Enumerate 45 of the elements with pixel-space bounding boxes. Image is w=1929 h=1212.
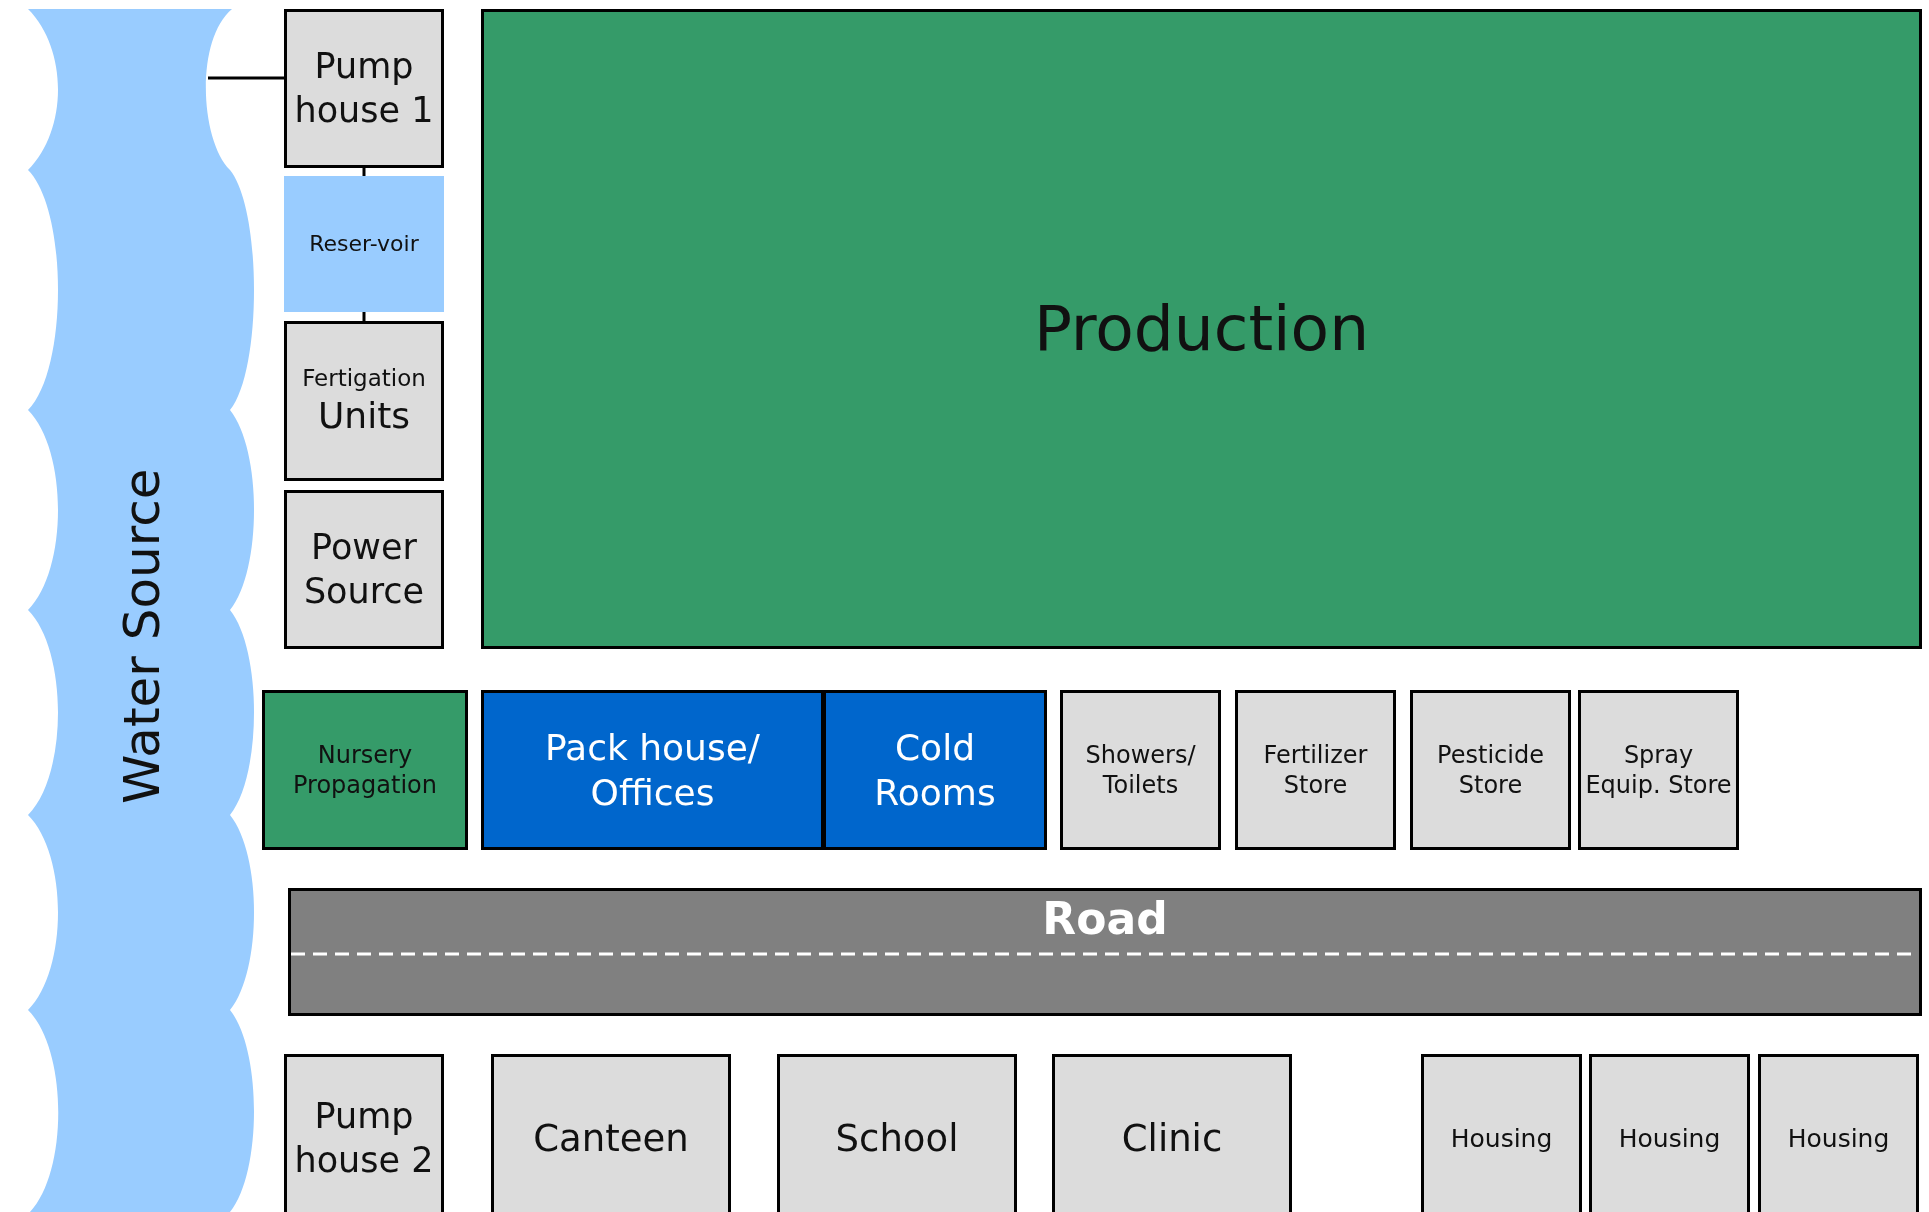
building-box — [284, 1054, 444, 1212]
building-box — [1421, 1054, 1582, 1212]
road-label: Road — [1042, 895, 1168, 944]
building-label: Housing — [1617, 1123, 1722, 1155]
building-label: School — [834, 1115, 960, 1162]
building-label: Spray Equip. Store — [1584, 740, 1733, 800]
building-box — [1052, 1054, 1292, 1212]
area-label: Production — [1032, 290, 1371, 367]
area-label: Water Source — [117, 468, 167, 804]
building-label: Cold Rooms — [873, 726, 997, 815]
building-label: Nursery Propagation — [292, 740, 438, 800]
building-label: Pesticide Store — [1436, 740, 1545, 800]
building-label: Units — [316, 393, 411, 438]
production-area — [481, 9, 1922, 649]
building-label: Fertigation — [301, 364, 427, 393]
building-box — [1578, 690, 1739, 850]
building-label: Clinic — [1120, 1115, 1224, 1162]
building-box — [284, 321, 444, 481]
reservoir-box — [284, 176, 444, 312]
nursery-box — [262, 690, 468, 850]
building-box — [481, 690, 824, 850]
building-box — [1758, 1054, 1919, 1212]
building-box — [823, 690, 1047, 850]
building-label: Pump house 1 — [293, 44, 435, 132]
building-label: Pump house 2 — [293, 1095, 435, 1182]
building-label: Pack house/ Offices — [544, 726, 761, 815]
building-box — [1589, 1054, 1750, 1212]
building-box — [1410, 690, 1571, 850]
connector-line — [208, 76, 284, 80]
building-box — [1060, 690, 1221, 850]
connector-line — [362, 312, 366, 321]
building-box — [284, 490, 444, 649]
building-label: Showers/ Toilets — [1084, 740, 1197, 800]
building-label: Housing — [1786, 1123, 1891, 1155]
building-box — [1235, 690, 1396, 850]
building-label: Canteen — [532, 1115, 690, 1162]
building-box — [491, 1054, 731, 1212]
building-box — [777, 1054, 1017, 1212]
connector-line — [362, 168, 366, 176]
building-label: Fertilizer Store — [1262, 740, 1369, 800]
road — [288, 888, 1922, 1016]
building-label: Reser-voir — [309, 230, 419, 258]
building-label: Housing — [1449, 1123, 1554, 1155]
building-box — [284, 9, 444, 168]
building-label: Power Source — [302, 525, 426, 613]
